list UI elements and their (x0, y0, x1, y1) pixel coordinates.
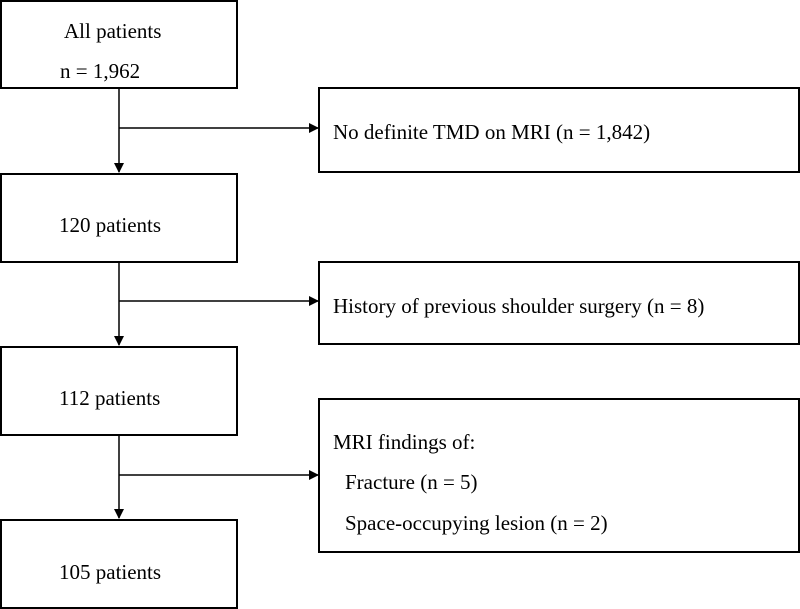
step2-box: 120 patients (0, 173, 238, 263)
step2-label: 120 patients (59, 213, 162, 237)
exclusion3-box: MRI findings of: Fracture (n = 5) Space-… (318, 398, 800, 553)
step1-label: All patients (64, 19, 162, 43)
step3-label: 112 patients (59, 386, 161, 410)
step4-label: 105 patients (59, 560, 162, 584)
exclusion1-box: No definite TMD on MRI (n = 1,842) (318, 87, 800, 173)
step1-box: All patients n = 1,962 (0, 0, 238, 89)
exclusion1-text: No definite TMD on MRI (n = 1,842) (333, 120, 651, 144)
exclusion2-text: History of previous shoulder surgery (n … (333, 294, 705, 318)
exclusion3-heading: MRI findings of: (333, 430, 476, 454)
step4-box: 105 patients (0, 519, 238, 609)
exclusion3-item-lesion: Space-occupying lesion (n = 2) (345, 511, 608, 535)
step3-box: 112 patients (0, 346, 238, 436)
exclusion3-item-fracture: Fracture (n = 5) (345, 470, 478, 494)
exclusion2-box: History of previous shoulder surgery (n … (318, 261, 800, 345)
step1-count: n = 1,962 (60, 59, 141, 83)
